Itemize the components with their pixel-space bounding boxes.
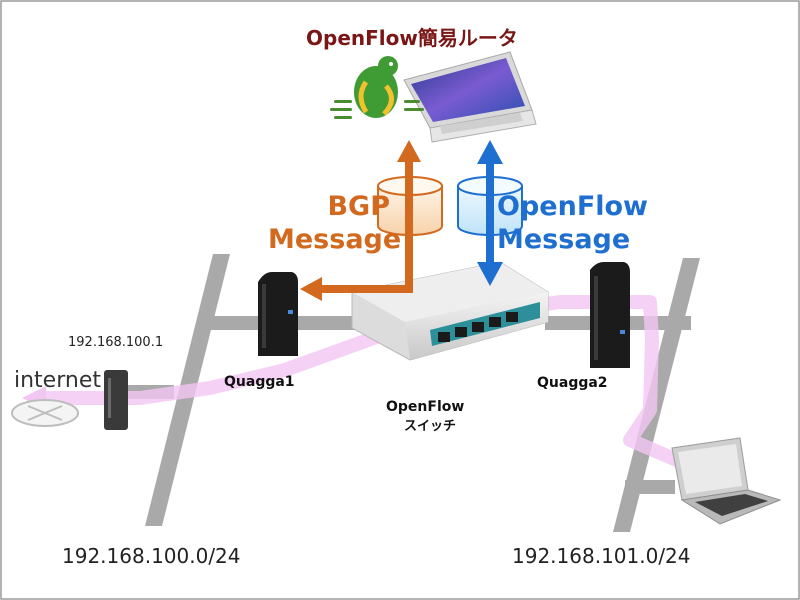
- quagga1-router-icon: [258, 272, 298, 356]
- diagram-title: OpenFlow簡易ルータ: [306, 26, 518, 50]
- bgp-message-line2: Message: [268, 224, 402, 255]
- openflow-message-line1: OpenFlow: [497, 191, 649, 222]
- right-network-label: 192.168.101.0/24: [512, 544, 691, 568]
- bgp-message-label: BGP Message: [268, 190, 402, 256]
- gateway-ip-label: 192.168.100.1: [68, 335, 164, 350]
- internet-icon: [11, 399, 79, 427]
- switch-label-line2: スイッチ: [404, 419, 457, 434]
- quagga2-router-icon: [590, 262, 630, 368]
- right-router-link: [629, 316, 691, 330]
- laptop-link: [625, 480, 675, 494]
- switch-quagga2-link: [545, 316, 593, 330]
- switch-label-line1: OpenFlow: [386, 399, 465, 415]
- quagga1-label: Quagga1: [224, 374, 295, 390]
- internet-label: internet: [14, 368, 101, 393]
- openflow-message-arrow: [477, 140, 503, 286]
- bgp-message-arrow: [300, 140, 421, 301]
- openflow-switch-icon: [351, 261, 549, 361]
- quagga2-label: Quagga2: [537, 375, 608, 391]
- dragon-icon: [330, 56, 424, 119]
- openflow-message-line2: Message: [497, 224, 631, 255]
- gateway-router-icon: [104, 370, 128, 430]
- left-router-link: [198, 316, 264, 330]
- openflow-router-laptop-icon: [403, 51, 537, 143]
- client-laptop-icon: [671, 437, 782, 525]
- bgp-message-line1: BGP: [327, 191, 390, 222]
- quagga1-switch-link: [292, 316, 358, 330]
- openflow-message-label: OpenFlow Message: [497, 190, 648, 256]
- left-network-label: 192.168.100.0/24: [62, 544, 241, 568]
